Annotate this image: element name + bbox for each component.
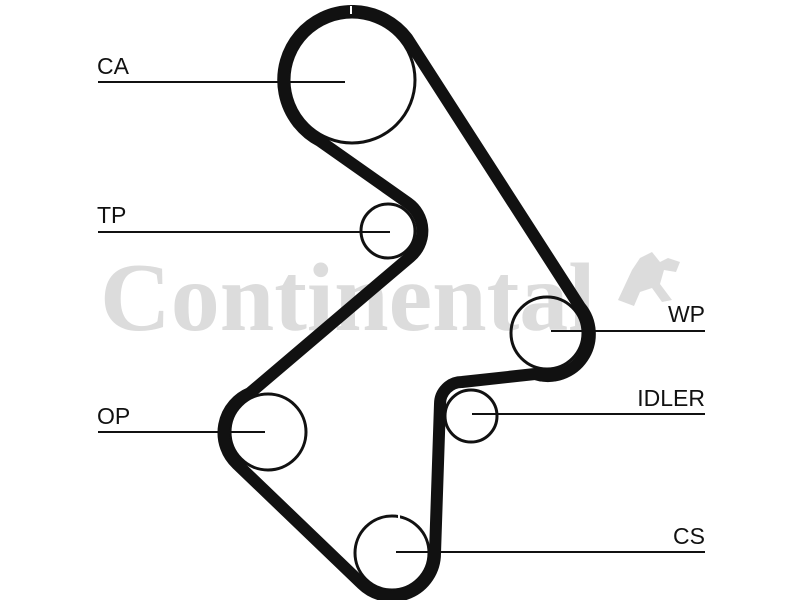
wp-pulley	[509, 295, 585, 371]
cs-label: CS	[673, 523, 705, 549]
idler-pulley	[443, 388, 499, 444]
watermark-text: Continental	[100, 244, 596, 352]
tp-label: TP	[97, 202, 126, 228]
op-label: OP	[97, 403, 130, 429]
wp-label: WP	[668, 301, 705, 327]
idler-label: IDLER	[637, 385, 705, 411]
continental-watermark: Continental	[100, 244, 680, 352]
ca-label: CA	[97, 53, 130, 79]
horse-logo-icon	[618, 252, 680, 306]
ca-pulley	[287, 15, 417, 145]
timing-belt	[217, 5, 596, 600]
